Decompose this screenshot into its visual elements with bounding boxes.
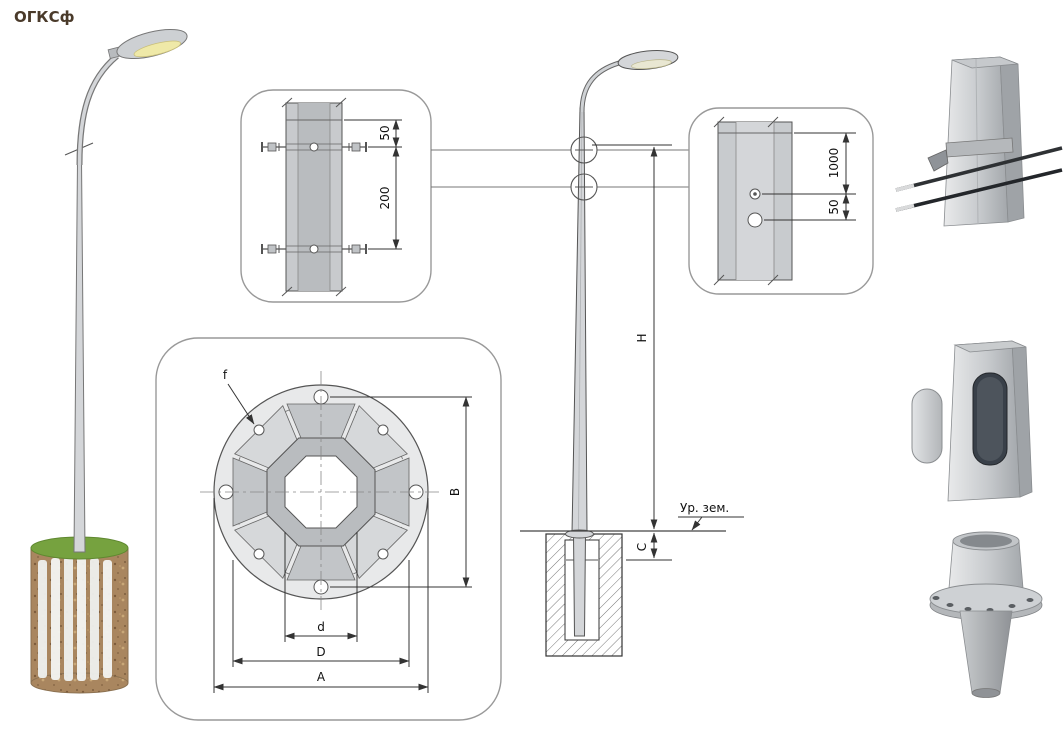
base-flange-render: [929, 531, 1043, 698]
pole-shaft: [571, 107, 588, 534]
pole-top-face: [953, 340, 1027, 353]
luminaire-lens-glow: [133, 40, 182, 58]
clamp-detail-callout: 50 200: [240, 89, 432, 303]
luminaire-3d: [107, 28, 188, 60]
break-ticks: [713, 116, 779, 286]
clamp-upper: [261, 142, 367, 152]
cable-tip-1: [895, 183, 915, 192]
arm-fill: [580, 61, 620, 113]
dim-A-label: A: [317, 670, 326, 684]
foundation-3d: [30, 536, 129, 694]
dim-f-label: f: [223, 368, 228, 382]
door-opening-inner: [977, 377, 1003, 461]
hole-detail-callout: 1000 50: [688, 107, 874, 295]
flange-detail-callout: f B d D A: [155, 337, 502, 721]
skirt-bottom: [971, 688, 1001, 698]
shell-top-opening: [960, 534, 1012, 548]
cable-rod-2: [895, 168, 1063, 212]
dimension-lines: [344, 119, 402, 250]
facet-lines: [735, 122, 775, 280]
arm-fill-3d: [77, 54, 119, 166]
flange-top: [929, 583, 1043, 615]
hook: [927, 149, 949, 172]
luminaire-elevation: [617, 50, 679, 70]
C-dimension: [626, 532, 672, 561]
dim-D-label: D: [316, 645, 325, 659]
cable-clamp-render: [895, 56, 1063, 227]
formwork-slats: [38, 557, 112, 681]
pole-3d-render: [30, 28, 188, 694]
dim-200-label: 200: [378, 187, 392, 210]
access-door-render: [911, 340, 1033, 502]
pole-facet-band: [298, 103, 330, 291]
flange-bolt-holes: [932, 596, 1034, 612]
base-collar: [565, 529, 594, 539]
pole-embedded: [572, 532, 587, 637]
luminaire-body: [116, 28, 188, 60]
dim-50-label: 50: [378, 125, 392, 140]
cable-tip-2: [895, 203, 915, 212]
gusset-plates: [232, 403, 410, 581]
pole-facet-band: [736, 122, 774, 280]
dim-50-label: 50: [827, 199, 841, 214]
bolt-center: [753, 192, 757, 196]
door-cover-plate: [911, 388, 943, 464]
dim-C-label: C: [635, 543, 649, 551]
cable-hole: [747, 212, 763, 228]
dim-H-label: H: [635, 333, 649, 342]
pole-top-face: [951, 56, 1019, 69]
dimension-lines: [213, 383, 472, 693]
facet-lines: [297, 103, 331, 291]
pole-facet-line: [578, 109, 583, 534]
centerlines: [200, 371, 442, 613]
detail-connectors: [431, 149, 689, 188]
shell-skirt: [959, 610, 1013, 694]
dimension-lines: [762, 132, 856, 221]
pole-elevation: Ур. зем. H C: [520, 50, 744, 657]
cable-rod-1: [895, 146, 1063, 192]
flange-holes: [218, 389, 424, 595]
dim-1000-label: 1000: [827, 148, 841, 179]
ground-level-label: Ур. зем.: [680, 501, 729, 515]
H-dimension: [592, 144, 672, 530]
dim-B-label: B: [448, 488, 462, 496]
clamp-lower: [261, 244, 367, 254]
ground-leader: [691, 516, 703, 531]
dim-d-label: d: [317, 620, 325, 634]
detail-marker-upper: [570, 136, 598, 164]
pole-shaft-3d: [73, 159, 86, 553]
page-title: ОГКСф: [14, 8, 75, 26]
break-ticks: [281, 97, 347, 297]
detail-marker-lower: [570, 173, 598, 201]
